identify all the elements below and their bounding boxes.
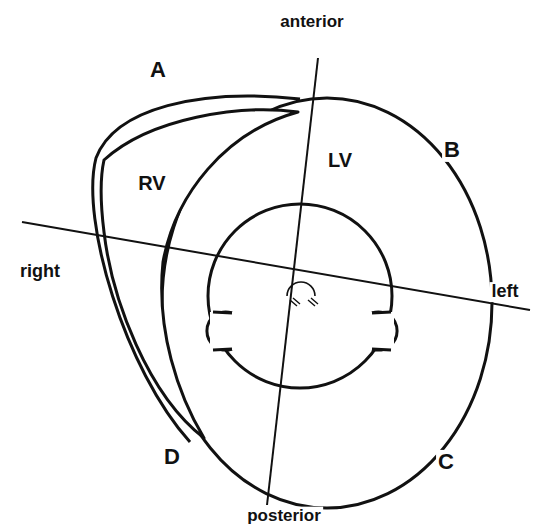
right-left-axis [22,222,530,310]
valve-tick [290,298,318,306]
chamber-label: RV [136,172,167,194]
lv-cavity [208,204,392,388]
region-letter: D [162,445,182,469]
chamber-label: LV [326,149,354,171]
direction-label: right [18,262,62,282]
direction-label: left [490,282,521,302]
valve-mark [287,282,315,296]
direction-label: posterior [245,507,323,526]
direction-label: anterior [278,13,345,32]
region-letter: A [148,58,168,82]
anteroposterior-axis [267,58,318,505]
region-letter: C [436,450,456,474]
region-letter: B [442,138,462,162]
